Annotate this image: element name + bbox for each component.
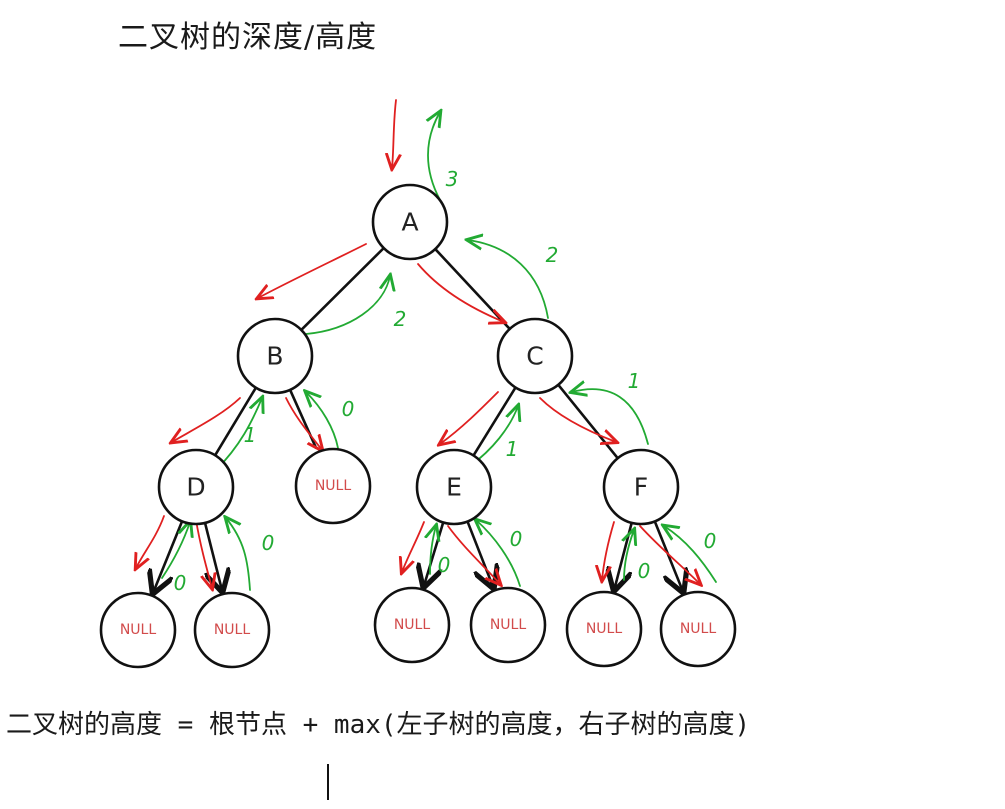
green-arrow-null-left-to-e [430, 526, 436, 575]
return-value-a: 3 [446, 167, 459, 191]
tree-node-ne1: NULL [373, 586, 451, 664]
tree-node-e: E [415, 448, 493, 526]
return-value-ne1: 0 [438, 553, 451, 577]
node-label: F [634, 473, 648, 502]
tree-edges [153, 247, 683, 592]
green-arrow-null-to-d [226, 518, 251, 591]
node-label: NULL [394, 617, 431, 633]
binary-tree-diagram: A B C D NULL E F NULL NULL NULL NULL NULL NULL 3 2 2 0 1… [99, 99, 737, 669]
node-circle [496, 317, 574, 395]
node-label: NULL [315, 478, 352, 494]
node-label: B [266, 342, 283, 371]
edge-f-nf2 [653, 520, 683, 591]
return-value-b: 2 [394, 307, 407, 331]
node-label: D [186, 473, 205, 502]
green-arrow-f-to-c [572, 389, 649, 445]
node-circle [602, 448, 680, 526]
tree-node-b: B [236, 317, 314, 395]
tree-node-c: C [496, 317, 574, 395]
node-label: NULL [490, 617, 527, 633]
red-arrow-f-to-null-left [602, 521, 615, 580]
node-circle [659, 590, 737, 668]
edge-c-e [472, 386, 517, 457]
return-value-nd1: 0 [174, 571, 187, 595]
node-label: E [446, 473, 462, 502]
recursion-return-arrows [161, 112, 717, 591]
green-arrow-null-left-to-f [624, 530, 634, 581]
tree-node-a: A [371, 183, 449, 261]
red-arrow-e-to-null-right [447, 525, 500, 584]
return-value-c: 2 [546, 243, 559, 267]
green-arrow-c-to-a [468, 240, 549, 319]
return-value-f: 1 [628, 369, 641, 393]
node-circle [99, 591, 177, 669]
red-arrow-f-to-null-right [639, 525, 700, 584]
node-circle [236, 317, 314, 395]
red-arrow-c-to-e [440, 391, 499, 444]
node-label: NULL [214, 622, 251, 638]
node-circle [373, 586, 451, 664]
node-label: NULL [586, 621, 623, 637]
green-arrow-null-left-to-d [161, 522, 190, 579]
red-arrow-d-to-null-left [136, 515, 165, 568]
return-value-d: 1 [244, 423, 257, 447]
tree-node-nf1: NULL [565, 590, 643, 668]
node-circle [294, 447, 372, 525]
red-arrow-into-a [392, 99, 396, 168]
return-value-ne2: 0 [510, 527, 523, 551]
red-arrow-c-to-f [539, 397, 616, 442]
green-arrow-b-to-a [305, 276, 390, 335]
edge-d-nd1 [153, 520, 184, 592]
green-arrow-null-right-to-e [476, 520, 521, 587]
page-title: 二叉树的深度/高度 [118, 20, 378, 55]
node-circle [193, 591, 271, 669]
red-arrow-d-to-null-right [195, 519, 212, 588]
node-circle [469, 586, 547, 664]
return-value-nd2: 0 [262, 531, 275, 555]
tree-node-nd1: NULL [99, 591, 177, 669]
tree-node-d: D [157, 448, 235, 526]
node-label: NULL [120, 622, 157, 638]
red-arrow-a-to-b [258, 243, 367, 298]
height-formula: 二叉树的高度 = 根节点 + max(左子树的高度，右子树的高度) [6, 710, 751, 740]
return-value-nf2: 0 [704, 529, 717, 553]
node-circle [565, 590, 643, 668]
recursion-descend-arrows [136, 99, 700, 588]
return-value-nb: 0 [342, 397, 355, 421]
tree-nodes: A B C D NULL E F NULL NULL NULL NULL NULL NULL [99, 183, 737, 669]
text-cursor [327, 764, 329, 800]
green-arrow-out-of-a [428, 112, 440, 201]
green-arrow-null-right-to-f [664, 526, 717, 583]
tree-node-f: F [602, 448, 680, 526]
edge-a-b [300, 247, 385, 331]
edge-d-nd2 [203, 522, 222, 590]
node-label: A [401, 208, 418, 237]
node-label: NULL [680, 621, 717, 637]
tree-node-nb: NULL [294, 447, 372, 525]
node-label: C [526, 342, 543, 371]
edge-f-nf1 [614, 522, 633, 590]
red-arrow-e-to-null-left [402, 521, 425, 572]
tree-node-ne2: NULL [469, 586, 547, 664]
return-value-nf1: 0 [638, 559, 651, 583]
green-arrow-null-to-b [306, 392, 339, 449]
tree-node-nd2: NULL [193, 591, 271, 669]
tree-node-nf2: NULL [659, 590, 737, 668]
node-circle [157, 448, 235, 526]
red-arrow-b-to-null [285, 397, 322, 450]
node-circle [415, 448, 493, 526]
node-circle [371, 183, 449, 261]
red-arrow-b-to-d [172, 397, 241, 442]
edge-a-c [434, 248, 511, 330]
red-arrow-a-to-c [417, 263, 504, 322]
edge-c-f [557, 383, 619, 460]
return-value-labels: 3 2 2 0 1 1 1 0 0 0 0 0 0 [174, 167, 717, 595]
return-value-e: 1 [506, 437, 519, 461]
